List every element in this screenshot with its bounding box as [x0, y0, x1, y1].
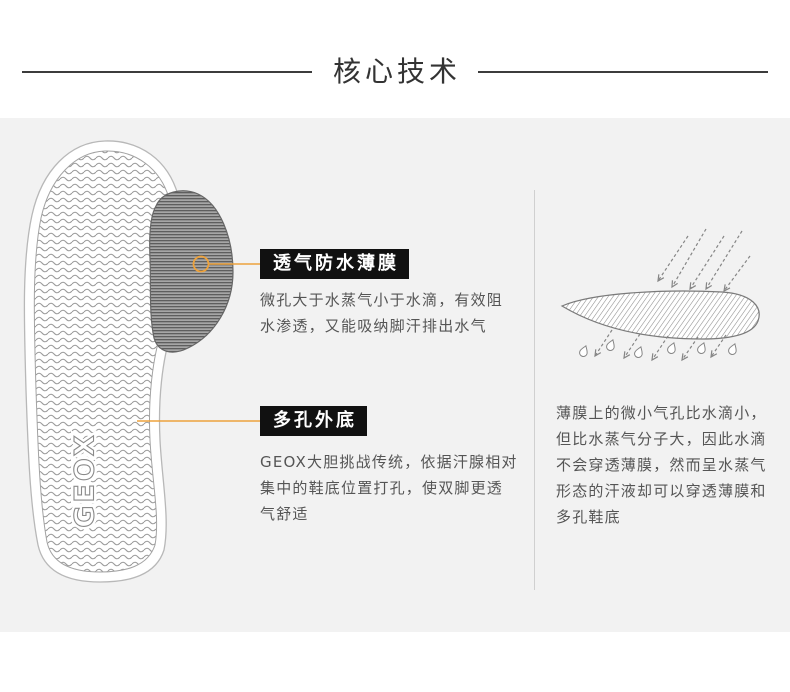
membrane-cross-section-icon — [560, 228, 760, 362]
section-title: 核心技术 — [332, 55, 461, 88]
description-line: 微孔大于水蒸气小于水滴，有效阻 — [260, 291, 504, 309]
vapor-arrow-icon — [681, 336, 699, 362]
explanation-line: 薄膜上的微小气孔比水滴小， — [556, 404, 767, 422]
feature-label-outsole: 多孔外底 — [260, 406, 367, 436]
vapor-arrow-icon — [689, 235, 725, 291]
vapor-arrow-icon — [657, 235, 689, 283]
description-line: 集中的鞋底位置打孔，使双脚更透 — [260, 479, 504, 497]
title-rule-right — [478, 71, 768, 73]
title-rule-left — [22, 71, 312, 73]
description-line: 水渗透，又能吸纳脚汗排出水气 — [260, 317, 487, 335]
droplet-icon — [634, 345, 643, 358]
membrane-explanation: 薄膜上的微小气孔比水滴小， 但比水蒸气分子大，因此水滴 不会穿透薄膜，然而呈水蒸… — [556, 400, 767, 530]
droplet-icon — [606, 338, 615, 351]
explanation-line: 但比水蒸气分子大，因此水滴 — [556, 430, 767, 448]
vapor-arrow-icon — [651, 335, 669, 362]
explanation-line: 不会穿透薄膜，然而呈水蒸气 — [556, 456, 767, 474]
feature-description-membrane: 微孔大于水蒸气小于水滴，有效阻 水渗透，又能吸纳脚汗排出水气 — [260, 287, 503, 339]
membrane-insert — [149, 190, 234, 353]
explanation-line: 形态的汗液却可以穿透薄膜和 — [556, 482, 767, 500]
feature-description-outsole: GEOX大胆挑战传统，依据汗腺相对 集中的鞋底位置打孔，使双脚更透 气舒适 — [260, 449, 518, 527]
vapor-arrow-icon — [710, 334, 727, 359]
description-line: 气舒适 — [260, 505, 309, 523]
callout-marker-icon — [192, 255, 210, 273]
membrane-icon — [149, 190, 234, 353]
membrane-layer — [560, 290, 760, 340]
droplet-icon — [697, 341, 706, 354]
vapor-arrow-icon — [705, 230, 743, 291]
vapor-arrow-icon — [623, 333, 641, 360]
insole-logo: GEOX GEOX — [67, 429, 104, 530]
droplet-icon — [728, 342, 737, 355]
vapor-arrow-icon — [671, 228, 707, 289]
insole-logo-text: GEOX — [70, 432, 101, 527]
description-line: GEOX大胆挑战传统，依据汗腺相对 — [260, 453, 518, 471]
section-header: 核心技术 — [0, 0, 790, 118]
vapor-arrow-icon — [723, 255, 751, 293]
droplet-icon — [667, 341, 676, 354]
explanation-line: 多孔鞋底 — [556, 508, 621, 526]
insole-logo-halo: GEOX — [70, 432, 101, 527]
droplet-icon — [579, 344, 588, 357]
feature-label-membrane: 透气防水薄膜 — [260, 249, 409, 279]
